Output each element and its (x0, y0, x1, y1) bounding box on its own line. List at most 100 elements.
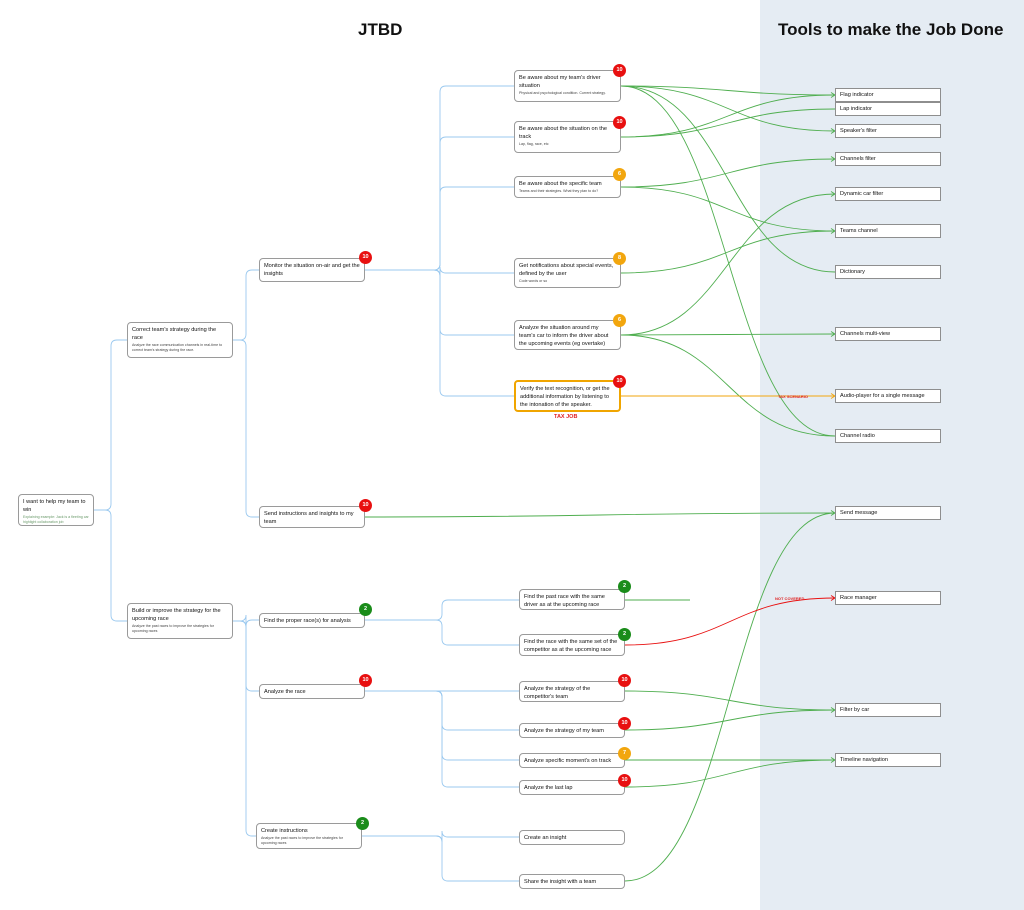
tool-speakers-filter[interactable]: Speaker's filter (835, 124, 941, 138)
tool-channels-multi-view[interactable]: Channels multi-view (835, 327, 941, 341)
node-share-insight[interactable]: Share the insight with a team (519, 874, 625, 889)
node-create-insight[interactable]: Create an insight (519, 830, 625, 845)
not-covered-link (624, 597, 836, 646)
priority-badge: 2 (356, 817, 369, 830)
node-title: I want to help my team to win (23, 499, 86, 513)
node-subtitle: Code words or so (519, 279, 548, 283)
tool-link (364, 512, 836, 518)
tool-link (620, 230, 836, 274)
node-subtitle: Analyze the race communication channels … (132, 343, 223, 352)
tool-link (620, 158, 836, 188)
tree-connector (365, 186, 514, 271)
node-subtitle: Teams and their strategies. What they pl… (519, 189, 599, 193)
tree-connector (94, 509, 127, 622)
node-driver-situation[interactable]: Be aware about my team's driver situatio… (514, 70, 621, 102)
tool-link (620, 85, 836, 437)
node-build[interactable]: Build or improve the strategy for the up… (127, 603, 233, 639)
node-title: Verify the text recognition, or get the … (520, 386, 610, 408)
node-monitor[interactable]: Monitor the situation on-air and get the… (259, 258, 365, 282)
node-strategy-mine[interactable]: Analyze the strategy of my team (519, 723, 625, 738)
tree-connector (365, 269, 514, 336)
tool-send-message[interactable]: Send message (835, 506, 941, 520)
node-title: Analyze the strategy of my team (524, 728, 604, 734)
node-proper-race[interactable]: Find the proper race(s) for analysis (259, 613, 365, 628)
tax-job-label: TAX JOB (554, 414, 578, 420)
node-title: Monitor the situation on-air and get the… (264, 263, 360, 277)
tool-filter-by-car[interactable]: Filter by car (835, 703, 941, 717)
tool-channel-radio[interactable]: Channel radio (835, 429, 941, 443)
node-title: Analyze the situation around my team's c… (519, 325, 609, 347)
tree-connector (362, 830, 519, 843)
node-title: Be aware about my team's driver situatio… (519, 75, 601, 89)
tool-link (624, 759, 836, 788)
tools-header: Tools to make the Job Done (778, 20, 1004, 39)
priority-badge: 6 (613, 314, 626, 327)
tree-connector (365, 619, 519, 646)
tool-timeline-navigation[interactable]: Timeline navigation (835, 753, 941, 767)
node-correct[interactable]: Correct team's strategy during the race … (127, 322, 233, 358)
node-title: Analyze the race (264, 689, 306, 695)
node-verify-recognition[interactable]: Verify the text recognition, or get the … (514, 380, 621, 412)
node-subtitle: Physical and psychological condition. Cu… (519, 91, 606, 95)
node-title: Be aware about the specific team (519, 181, 602, 187)
tool-race-manager[interactable]: Race manager (835, 591, 941, 605)
tool-audio-player[interactable]: Audio-player for a single message (835, 389, 941, 403)
node-title: Analyze the last lap (524, 785, 573, 791)
tax-scenario-label: TAX SCENARIO (778, 394, 808, 399)
node-around-car[interactable]: Analyze the situation around my team's c… (514, 320, 621, 350)
node-race-competitor[interactable]: Find the race with the same set of the c… (519, 634, 625, 656)
tool-channels-filter[interactable]: Channels filter (835, 152, 941, 166)
tree-connector (365, 599, 519, 621)
priority-badge: 6 (613, 168, 626, 181)
node-root[interactable]: I want to help my team to win Explaining… (18, 494, 94, 526)
priority-badge: 2 (618, 628, 631, 641)
tree-connector (233, 269, 259, 341)
node-title: Find the past race with the same driver … (524, 594, 605, 608)
node-specific-moment[interactable]: Analyze specific moment's on track (519, 753, 625, 768)
priority-badge: 10 (618, 717, 631, 730)
priority-badge: 10 (359, 674, 372, 687)
node-title: Send instructions and insights to my tea… (264, 511, 354, 525)
node-title: Find the proper race(s) for analysis (264, 618, 351, 624)
priority-badge: 2 (618, 580, 631, 593)
tool-flag-indicator[interactable]: Flag indicator (835, 88, 941, 102)
node-analyze-race[interactable]: Analyze the race (259, 684, 365, 699)
node-title: Get notifications about special events, … (519, 263, 614, 277)
node-subtitle: Explaining example: Jack is a fleeting c… (23, 515, 89, 524)
node-strategy-competitor[interactable]: Analyze the strategy of the competitor's… (519, 681, 625, 702)
node-notifications[interactable]: Get notifications about special events, … (514, 258, 621, 288)
tree-connector (365, 85, 514, 271)
node-track-situation[interactable]: Be aware about the situation on the trac… (514, 121, 621, 153)
not-covered-label: NOT COVERED (775, 596, 805, 601)
node-past-race-driver[interactable]: Find the past race with the same driver … (519, 589, 625, 610)
node-specific-team[interactable]: Be aware about the specific team Teams a… (514, 176, 621, 198)
tree-connector (233, 614, 259, 627)
tool-link (624, 690, 836, 711)
priority-badge: 10 (618, 774, 631, 787)
node-subtitle: Lap, flag, race, etc (519, 142, 549, 146)
node-title: Find the race with the same set of the c… (524, 639, 618, 653)
priority-badge: 10 (613, 116, 626, 129)
tool-dictionary[interactable]: Dictionary (835, 265, 941, 279)
priority-badge: 10 (613, 64, 626, 77)
node-title: Correct team's strategy during the race (132, 327, 217, 341)
tool-dynamic-car-filter[interactable]: Dynamic car filter (835, 187, 941, 201)
node-create-instructions[interactable]: Create instructions Analyze the past rac… (256, 823, 362, 849)
tool-link (620, 94, 836, 138)
tool-lap-indicator[interactable]: Lap indicator (835, 102, 941, 116)
tool-link (624, 709, 836, 731)
priority-badge: 10 (359, 251, 372, 264)
tree-connector (233, 620, 256, 837)
priority-badge: 2 (359, 603, 372, 616)
tool-link (620, 334, 836, 437)
tool-link (620, 193, 836, 336)
tool-link (620, 85, 836, 273)
priority-badge: 10 (618, 674, 631, 687)
node-title: Share the insight with a team (524, 879, 597, 885)
tree-connector (365, 269, 514, 397)
priority-badge: 7 (618, 747, 631, 760)
tool-teams-channel[interactable]: Teams channel (835, 224, 941, 238)
node-send[interactable]: Send instructions and insights to my tea… (259, 506, 365, 528)
node-last-lap[interactable]: Analyze the last lap (519, 780, 625, 795)
